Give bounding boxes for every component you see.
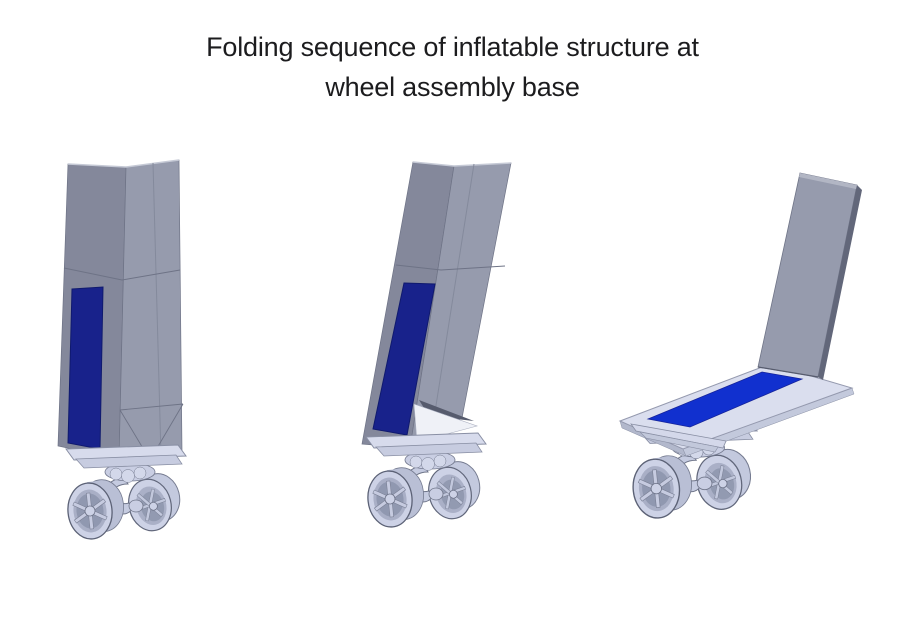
page-title: Folding sequence of inflatable structure… bbox=[0, 27, 905, 107]
stage3-hinge-line bbox=[757, 366, 819, 378]
page-title-line-1: Folding sequence of inflatable structure… bbox=[206, 32, 699, 62]
stage1-inflatable-panel bbox=[67, 286, 104, 450]
stage2-side-seam bbox=[431, 163, 475, 432]
caster-assembly bbox=[364, 432, 488, 530]
stage3-inflatable-stripe bbox=[646, 371, 804, 428]
stage1-column-top-edge bbox=[67, 159, 180, 168]
page-title-line-2: wheel assembly base bbox=[325, 72, 580, 102]
caster-assembly bbox=[64, 444, 188, 542]
stage1-side-seam bbox=[152, 162, 162, 457]
figure-stage-3-unfolded bbox=[618, 172, 862, 521]
stage3-under-slab-upper bbox=[630, 423, 727, 449]
stage3-standing-panel-edge bbox=[818, 185, 862, 380]
figure-stage-1-folded bbox=[57, 159, 188, 542]
stage1-horizontal-seam bbox=[63, 267, 181, 281]
stage3-under-slab-lower bbox=[639, 431, 719, 453]
figure-stage-2-tilting bbox=[361, 161, 512, 530]
stage2-inflatable-panel bbox=[372, 282, 436, 436]
stage1-column-side-face bbox=[118, 159, 183, 460]
stage2-horizontal-seam bbox=[395, 264, 506, 271]
stage3-standing-panel-top-edge bbox=[799, 173, 857, 189]
stage2-column-top-edge bbox=[412, 161, 512, 167]
